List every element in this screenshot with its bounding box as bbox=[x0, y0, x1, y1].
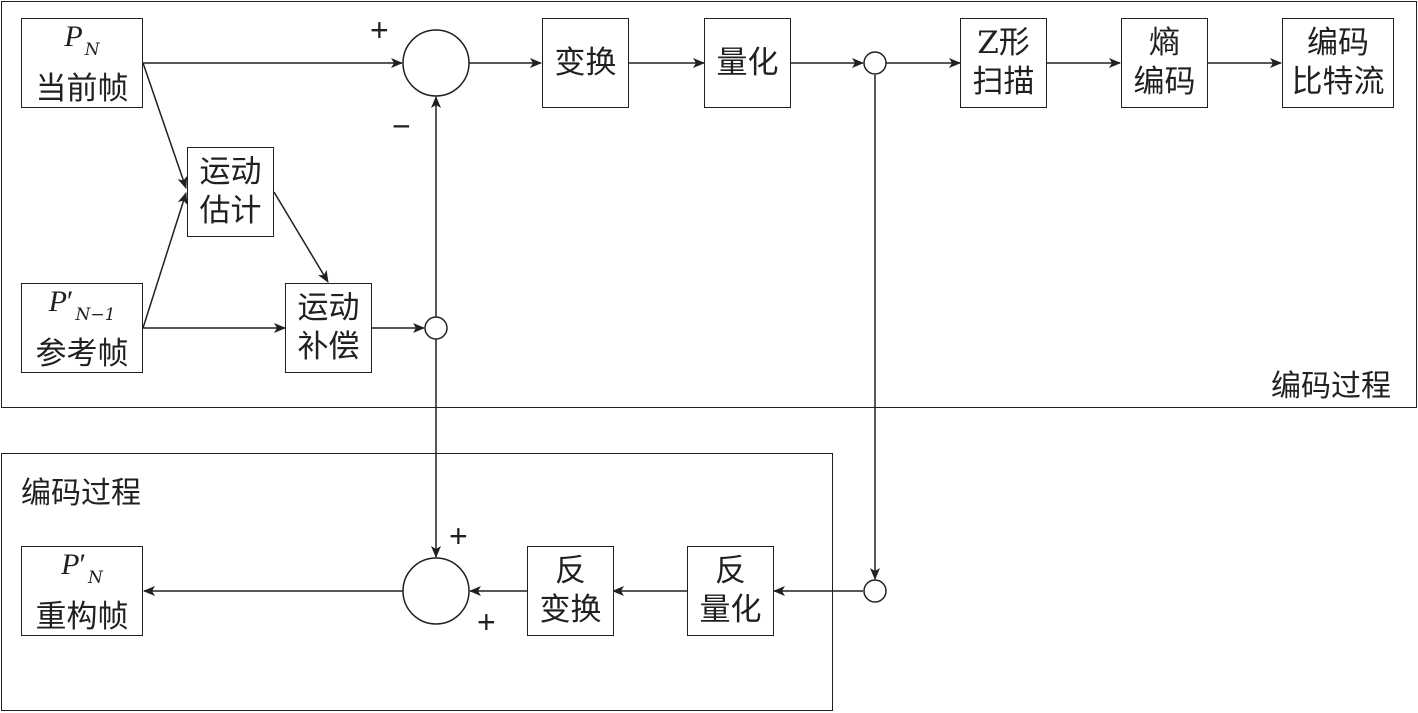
current-frame-symbol: P bbox=[64, 20, 83, 53]
motion-estimation-block: 运动 估计 bbox=[187, 147, 274, 237]
reconstructed-frame-prime: ′ bbox=[79, 548, 86, 581]
motion-estimation-line1: 运动 bbox=[199, 154, 262, 190]
bottom-summer-plus-sign-lower: + bbox=[477, 604, 496, 640]
reference-frame-subscript: N−1 bbox=[75, 305, 116, 325]
reconstructed-frame-symbol: P bbox=[61, 548, 80, 581]
wire-reference-to-estimation bbox=[142, 192, 188, 329]
current-frame-subscript: N bbox=[84, 40, 100, 60]
inverse-quantize-line2: 量化 bbox=[699, 592, 762, 628]
reconstructed-frame-label: 重构帧 bbox=[35, 599, 129, 635]
bitstream-line2: 比特流 bbox=[1291, 64, 1385, 100]
transform-block: 变换 bbox=[542, 18, 629, 108]
reference-frame-symbol: P bbox=[48, 285, 67, 318]
reference-frame-block: P′N−1 参考帧 bbox=[21, 283, 143, 373]
inverse-quantize-line1: 反 bbox=[715, 553, 746, 589]
current-frame-label: 当前帧 bbox=[35, 71, 129, 107]
top-summer-plus-sign: + bbox=[370, 12, 389, 48]
top-summing-junction bbox=[402, 29, 470, 97]
top-summer-minus-sign: − bbox=[392, 108, 411, 144]
inverse-transform-line2: 变换 bbox=[539, 592, 602, 628]
inverse-transform-block: 反 变换 bbox=[527, 546, 614, 636]
zscan-line1: Z形 bbox=[977, 25, 1030, 61]
reconstruction-region bbox=[1, 453, 833, 711]
reconstructed-frame-subscript: N bbox=[88, 568, 103, 588]
wire-current-to-estimation bbox=[142, 62, 188, 189]
bottom-summer-plus-sign-upper: + bbox=[449, 518, 468, 554]
motion-compensation-line1: 运动 bbox=[297, 290, 360, 326]
bitstream-block: 编码 比特流 bbox=[1282, 18, 1394, 108]
quantize-split-node bbox=[863, 51, 887, 75]
transform-label: 变换 bbox=[554, 44, 617, 81]
reconstruction-region-label: 编码过程 bbox=[21, 476, 141, 511]
zscan-block: Z形 扫描 bbox=[960, 18, 1047, 108]
wire-estimation-to-compensation bbox=[273, 191, 329, 283]
entropy-line1: 熵 bbox=[1149, 25, 1180, 61]
feedback-tap-node bbox=[863, 579, 887, 603]
entropy-line2: 编码 bbox=[1133, 64, 1196, 100]
reference-frame-label: 参考帧 bbox=[35, 336, 129, 372]
motion-compensation-block: 运动 补偿 bbox=[285, 283, 372, 373]
zscan-line2: 扫描 bbox=[972, 64, 1035, 100]
entropy-coding-block: 熵 编码 bbox=[1121, 18, 1208, 108]
inverse-transform-line1: 反 bbox=[555, 553, 586, 589]
encoding-region-label: 编码过程 bbox=[1271, 369, 1391, 404]
quantize-block: 量化 bbox=[704, 18, 791, 108]
motion-estimation-line2: 估计 bbox=[199, 193, 262, 229]
reconstructed-frame-block: P′N 重构帧 bbox=[21, 546, 143, 636]
compensation-tap-node bbox=[424, 316, 448, 340]
bitstream-line1: 编码 bbox=[1307, 25, 1369, 61]
inverse-quantize-block: 反 量化 bbox=[687, 546, 774, 636]
quantize-label: 量化 bbox=[716, 44, 779, 81]
motion-compensation-line2: 补偿 bbox=[297, 329, 360, 365]
reference-frame-prime: ′ bbox=[66, 285, 74, 318]
bottom-summing-junction bbox=[402, 557, 470, 625]
encoding-region bbox=[1, 1, 1417, 408]
